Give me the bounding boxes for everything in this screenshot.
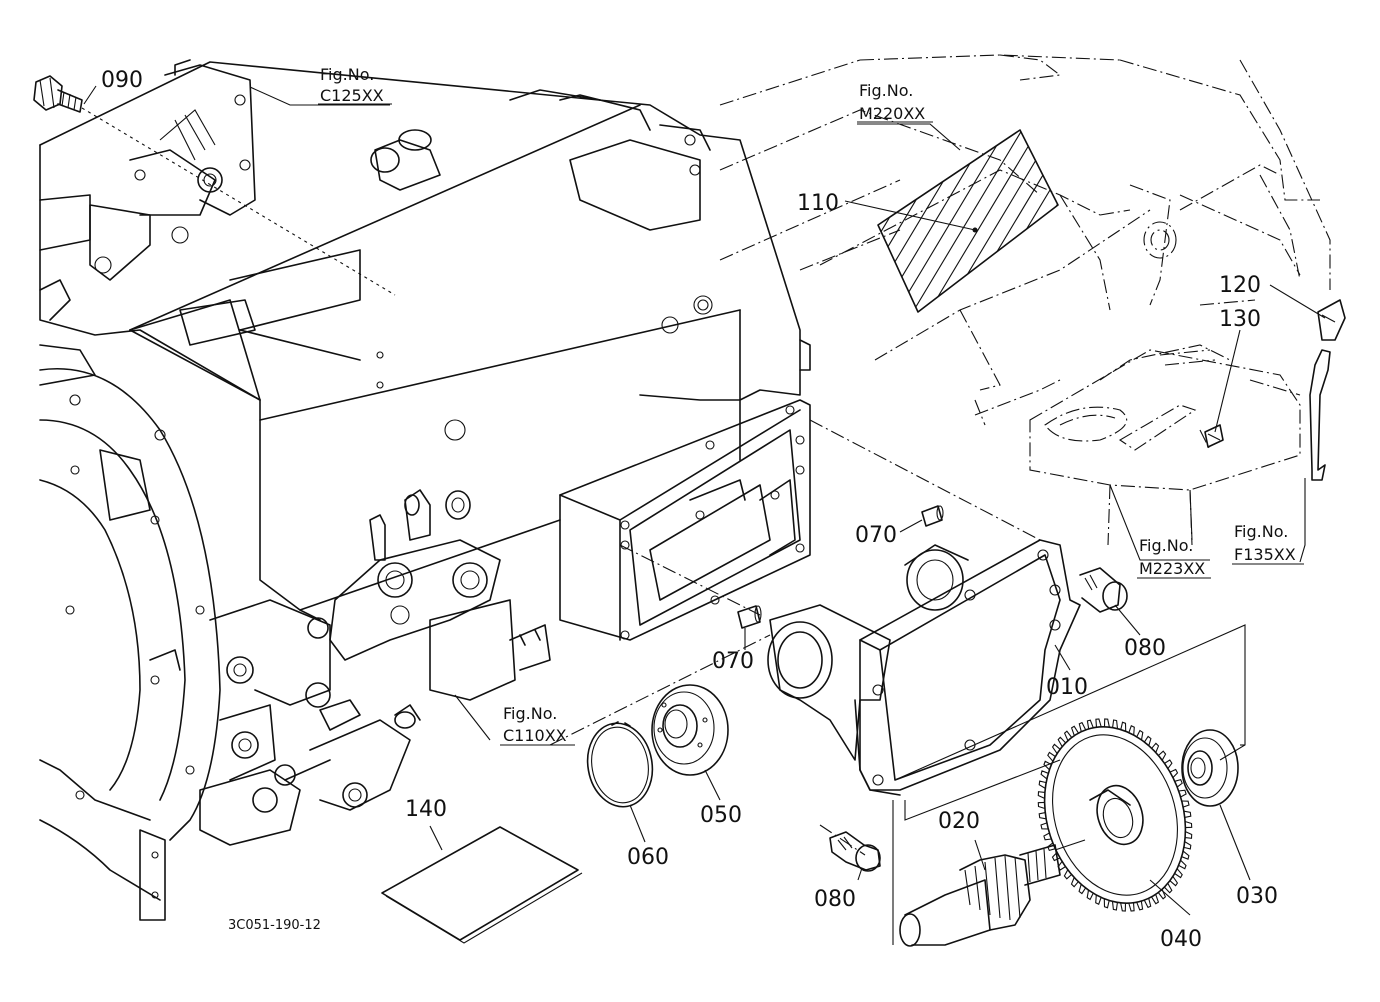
label-080-upper: 080 — [1124, 636, 1166, 661]
part-labels: 090 110 120 130 070 070 080 010 050 060 … — [101, 68, 1278, 952]
label-060: 060 — [627, 845, 669, 870]
fig-ref-c110-code: C110XX — [503, 726, 567, 745]
fig-ref-f135-label: Fig.No. — [1234, 522, 1288, 541]
group-bracket-upper — [894, 624, 1246, 781]
pinion-020-icon — [899, 839, 1086, 947]
pin-axis-upper — [809, 419, 1041, 541]
bolt-080-lower-icon — [829, 831, 881, 872]
bell-housing — [39, 368, 221, 921]
bearing-050-icon — [651, 684, 729, 776]
group-bracket-mid — [904, 759, 1061, 821]
plug-130-icon — [1204, 424, 1224, 448]
fig-ref-m223-code: M223XX — [1139, 559, 1205, 578]
fig-ref-m223-label: Fig.No. — [1139, 536, 1193, 555]
label-140: 140 — [405, 797, 447, 822]
bolt-090-axis — [81, 107, 396, 296]
diagram-code: 3C051-190-12 — [228, 918, 321, 933]
lower-casting — [199, 489, 551, 846]
label-070-upper: 070 — [855, 523, 897, 548]
snap-ring-060-icon — [586, 721, 654, 808]
bearing-030-icon — [1181, 729, 1239, 807]
label-020: 020 — [938, 809, 980, 834]
figure-references: Fig.No. C125XX Fig.No. M220XX Fig.No. C1… — [318, 65, 1304, 746]
pin-axis-lower — [619, 544, 761, 616]
fig-ref-c125: Fig.No. C125XX — [320, 65, 384, 105]
pto-case — [559, 399, 811, 641]
label-130: 130 — [1219, 307, 1261, 332]
pin-070-upper-icon — [921, 505, 944, 527]
gear-040-icon — [1037, 718, 1193, 912]
fig-ref-m223: Fig.No. M223XX — [1137, 536, 1211, 579]
manual-sheet-140-icon — [381, 826, 583, 944]
label-050: 050 — [700, 803, 742, 828]
transmission-case — [39, 61, 811, 621]
label-010: 010 — [1046, 675, 1088, 700]
fig-ref-c110: Fig.No. C110XX — [500, 704, 575, 746]
fig-ref-c125-code: C125XX — [320, 86, 384, 105]
leader-lines — [83, 85, 1326, 916]
bolt-090-icon — [33, 75, 83, 113]
lever-icon — [1309, 349, 1331, 481]
fig-ref-c125-label: Fig.No. — [320, 65, 374, 84]
fig-ref-f135: Fig.No. F135XX — [1232, 522, 1304, 565]
fig-ref-m220-code: M220XX — [859, 104, 925, 123]
fig-ref-c110-label: Fig.No. — [503, 704, 557, 723]
label-090: 090 — [101, 68, 143, 93]
fig-ref-f135-code: F135XX — [1234, 545, 1296, 564]
label-040: 040 — [1160, 927, 1202, 952]
shaft-axis-left — [549, 634, 771, 746]
label-070-lower: 070 — [712, 649, 754, 674]
fig-ref-m220: Fig.No. M220XX — [859, 81, 925, 123]
label-110: 110 — [797, 191, 839, 216]
label-030: 030 — [1236, 884, 1278, 909]
knob-120-icon — [1317, 299, 1346, 341]
cover-010 — [767, 539, 1081, 796]
bolt-080-lower-axis — [819, 824, 866, 856]
upper-right-structure — [719, 54, 1331, 546]
label-120: 120 — [1219, 273, 1261, 298]
bolt-080-upper-icon — [1079, 567, 1128, 613]
top-left-mechanism — [39, 59, 256, 386]
pin-070-lower-icon — [737, 605, 762, 629]
fig-ref-m220-label: Fig.No. — [859, 81, 913, 100]
label-080-lower: 080 — [814, 887, 856, 912]
